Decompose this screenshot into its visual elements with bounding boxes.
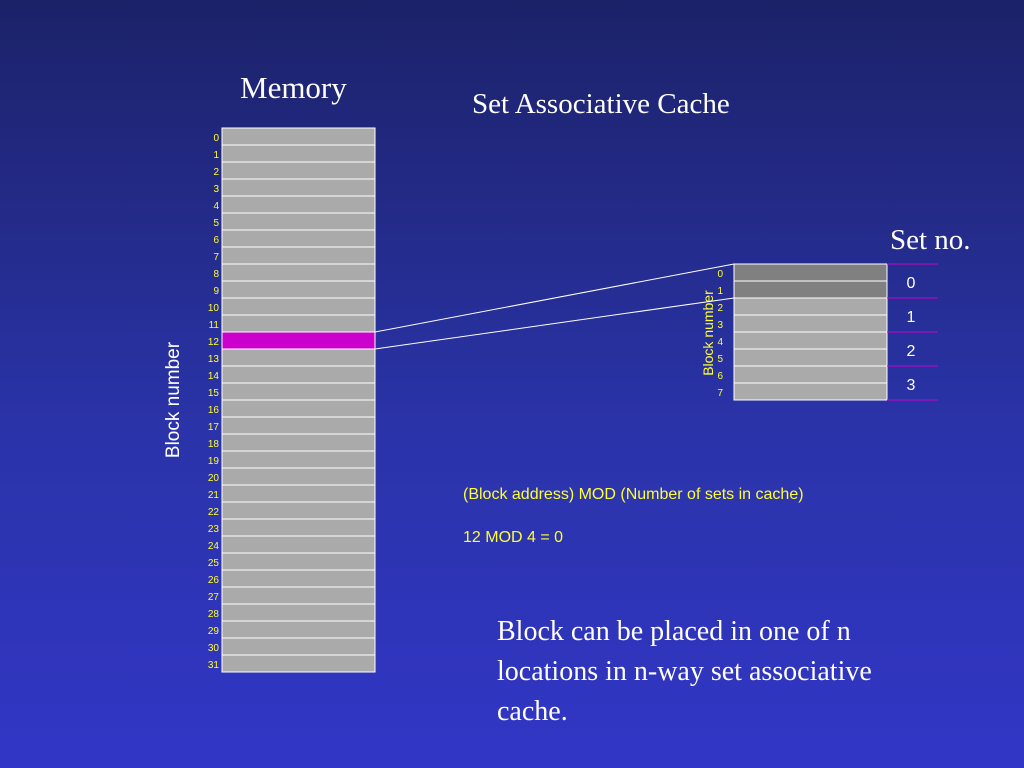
cache-block [733,297,888,316]
memory-block [221,654,376,673]
memory-block [221,433,376,452]
memory-block-number: 12 [208,337,220,348]
memory-block [221,314,376,333]
memory-block [221,229,376,248]
mapping-line-top [374,263,735,333]
memory-block-number: 18 [208,439,220,450]
memory-block [221,161,376,180]
memory-block [221,399,376,418]
memory-block [221,127,376,146]
memory-block [221,552,376,571]
explanation-note: Block can be placed in one of n location… [497,616,872,727]
memory-block [221,416,376,435]
memory-title: Memory [240,70,347,105]
memory-block [221,246,376,265]
memory-block [221,178,376,197]
cache-block [733,382,888,401]
memory-block [221,195,376,214]
memory-block [221,348,376,367]
set-number: 0 [907,275,916,292]
memory-block [221,637,376,656]
memory-block [221,382,376,401]
cache-block-number: 7 [717,388,723,399]
memory-block [221,144,376,163]
memory-block-number: 4 [213,201,219,212]
set-number: 1 [907,309,916,326]
memory-block-number: 0 [213,133,219,144]
memory-block-number: 2 [213,167,219,178]
cache-block [733,280,888,299]
memory-block-number: 31 [208,660,220,671]
cache-block [733,263,888,282]
memory-block [221,331,376,350]
memory-block [221,603,376,622]
memory-block-number: 13 [208,354,220,365]
memory-block-number: 24 [208,541,220,552]
memory-block-number: 29 [208,626,220,637]
memory-block-number: 25 [208,558,220,569]
cache-block-number: 5 [717,354,723,365]
memory-block-number: 30 [208,643,220,654]
memory-block [221,212,376,231]
memory-block [221,586,376,605]
memory-block-number: 17 [208,422,220,433]
memory-block [221,535,376,554]
memory-block [221,297,376,316]
memory-block-number: 28 [208,609,220,620]
memory-block [221,620,376,639]
memory-block [221,569,376,588]
memory-block [221,467,376,486]
memory-block [221,501,376,520]
cache-block-number: 6 [717,371,723,382]
memory-block-number: 20 [208,473,220,484]
memory-block-number: 8 [213,269,219,280]
set-number: 3 [907,377,916,394]
memory-block [221,518,376,537]
memory-block-number: 1 [213,150,219,161]
memory-block-number: 5 [213,218,219,229]
cache-block [733,348,888,367]
memory-block-number: 16 [208,405,220,416]
memory-block-number: 9 [213,286,219,297]
cache-block [733,331,888,350]
memory-block-number: 22 [208,507,220,518]
mapping-formula: (Block address) MOD (Number of sets in c… [463,486,804,503]
memory-block-number: 7 [213,252,219,263]
cache-block-number: 1 [717,286,723,297]
memory-block-number: 10 [208,303,220,314]
memory-block [221,484,376,503]
memory-block-number: 21 [208,490,220,501]
memory-block-number: 26 [208,575,220,586]
cache-block [733,314,888,333]
memory-block-number: 23 [208,524,220,535]
memory-block-number: 6 [213,235,219,246]
cache-title: Set Associative Cache [472,88,730,120]
memory-block [221,263,376,282]
mapping-line-bottom [374,297,735,350]
cache-block [733,365,888,384]
memory-block-number: 15 [208,388,220,399]
memory-block-number: 11 [209,320,220,331]
cache-block-number: 4 [717,337,723,348]
set-number-title: Set no. [890,224,971,256]
cache-block-number: 2 [717,303,723,314]
mapping-example: 12 MOD 4 = 0 [463,529,564,546]
memory-block [221,450,376,469]
memory-block-number: 19 [208,456,220,467]
cache-block-number: 3 [717,320,723,331]
memory-block [221,365,376,384]
cache-block-number: 0 [717,269,723,280]
memory-block-number: 14 [208,371,220,382]
set-number: 2 [907,343,916,360]
memory-block-number: 27 [208,592,220,603]
memory-block-number: 3 [213,184,219,195]
memory-block [221,280,376,299]
